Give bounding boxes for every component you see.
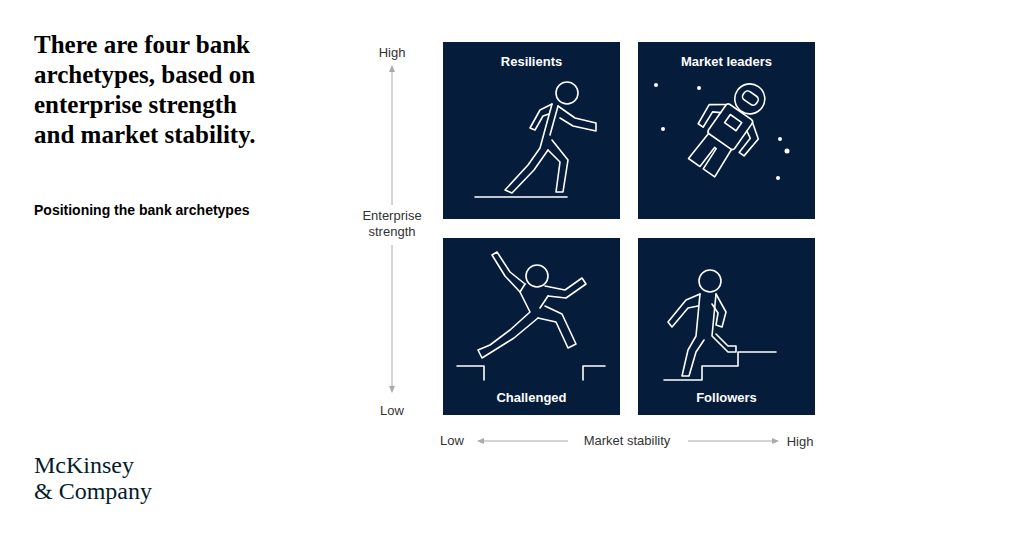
astronaut-figure	[654, 69, 790, 185]
quadrant-box: Challenged	[443, 238, 620, 415]
chart-subtitle: Positioning the bank archetypes	[34, 202, 334, 218]
runner-figure	[475, 82, 596, 197]
quadrant-label: Market leaders	[638, 54, 815, 69]
chart-title: There are four bank archetypes, based on…	[34, 30, 274, 150]
axis-title: Enterprise strength	[347, 208, 437, 240]
brand-logo: McKinsey & Company	[34, 452, 156, 504]
quadrant-fills	[443, 42, 815, 415]
axis-end-label: High	[775, 434, 825, 450]
axis-lines	[392, 68, 776, 441]
axis-end-label: Low	[427, 433, 477, 449]
quadrant-box: Followers	[638, 238, 815, 415]
stumbling-figure	[457, 252, 605, 380]
axis-title: Market stability	[567, 433, 687, 449]
quadrant-box: Market leaders	[638, 42, 815, 219]
quadrant-label: Challenged	[443, 390, 620, 405]
quadrant-label: Followers	[638, 390, 815, 405]
quadrant-label: Resilients	[443, 54, 620, 69]
axis-end-label: Low	[362, 403, 422, 419]
stair-climber-figure	[664, 270, 776, 380]
axis-end-label: High	[362, 45, 422, 61]
quadrant-box: Resilients	[443, 42, 620, 219]
